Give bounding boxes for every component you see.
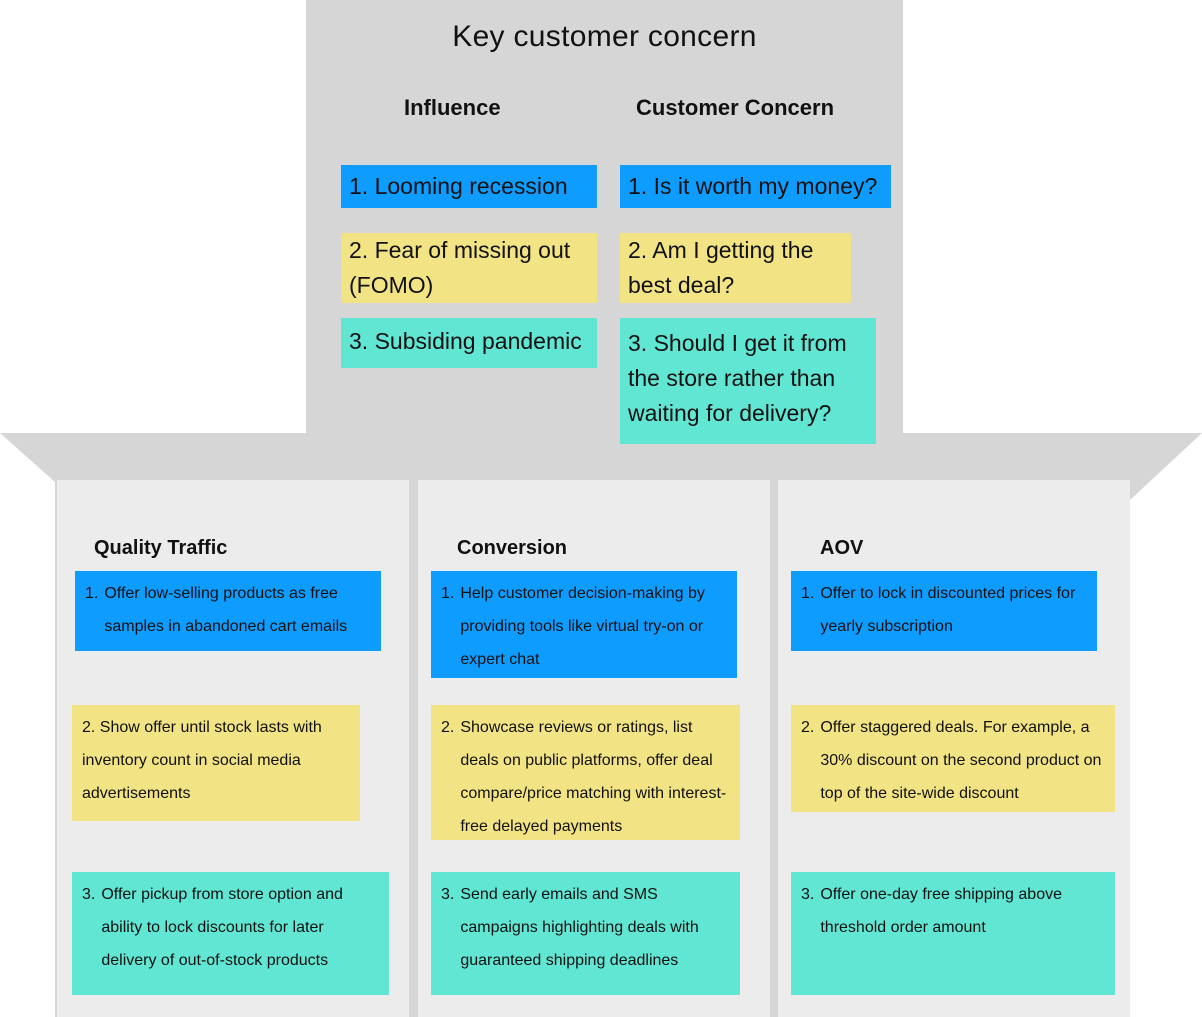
customer-concern-heading: Customer Concern — [636, 95, 835, 120]
item-text: Offer staggered deals. For example, a 30… — [820, 719, 1102, 802]
influence-card: 1. Looming recession — [341, 165, 597, 208]
aov-card: 2. Offer staggered deals. For example, a … — [791, 705, 1115, 812]
item-number: 2. — [82, 719, 96, 736]
item-text-block: 2. Show offer until stock lasts with inv… — [82, 711, 350, 810]
item-text: Send early emails and SMS campaigns high… — [460, 886, 699, 969]
conversion-heading: Conversion — [457, 537, 568, 559]
quality-traffic-heading: Quality Traffic — [94, 537, 228, 559]
item-text: Show offer until stock lasts with invent… — [82, 719, 322, 802]
concern-card: 2. Am I getting the best deal? — [620, 233, 851, 303]
quality-traffic-card: 1. Offer low-selling products as free sam… — [75, 571, 381, 651]
conversion-card: 3. Send early emails and SMS campaigns hi… — [431, 872, 740, 995]
item-number: 1. — [441, 585, 455, 602]
concern-card: 1. Is it worth my money? — [620, 165, 891, 208]
item-number: 2. — [441, 719, 455, 736]
quality-traffic-card: 3. Offer pickup from store option and abi… — [72, 872, 389, 995]
influence-card: 2. Fear of missing out (FOMO) — [341, 233, 597, 303]
item-number: 1. — [85, 585, 99, 602]
item-text: Help customer decision-making by providi… — [460, 585, 705, 668]
aov-card: 1. Offer to lock in discounted prices for… — [791, 571, 1097, 651]
item-number: 3. — [801, 886, 815, 903]
item-text: Offer to lock in discounted prices for y… — [820, 585, 1076, 635]
item-number: 3. — [441, 886, 455, 903]
influence-heading: Influence — [404, 95, 501, 120]
aov-heading: AOV — [820, 537, 864, 559]
quality-traffic-card: 2. Show offer until stock lasts with inv… — [72, 705, 360, 821]
item-number: 2. — [801, 719, 815, 736]
aov-card: 3. Offer one-day free shipping above thre… — [791, 872, 1115, 995]
conversion-card: 1. Help customer decision-making by provi… — [431, 571, 737, 678]
item-text: Offer one-day free shipping above thresh… — [820, 886, 1062, 936]
item-text: Showcase reviews or ratings, list deals … — [460, 719, 727, 835]
item-text: Offer pickup from store option and abili… — [101, 886, 343, 969]
concern-card: 3. Should I get it from the store rather… — [620, 318, 876, 444]
influence-card: 3. Subsiding pandemic — [341, 318, 597, 368]
conversion-card: 2. Showcase reviews or ratings, list deal… — [431, 705, 740, 840]
item-number: 3. — [82, 886, 96, 903]
item-number: 1. — [801, 585, 815, 602]
item-text: Offer low-selling products as free sampl… — [104, 585, 348, 635]
page-title: Key customer concern — [452, 20, 757, 53]
